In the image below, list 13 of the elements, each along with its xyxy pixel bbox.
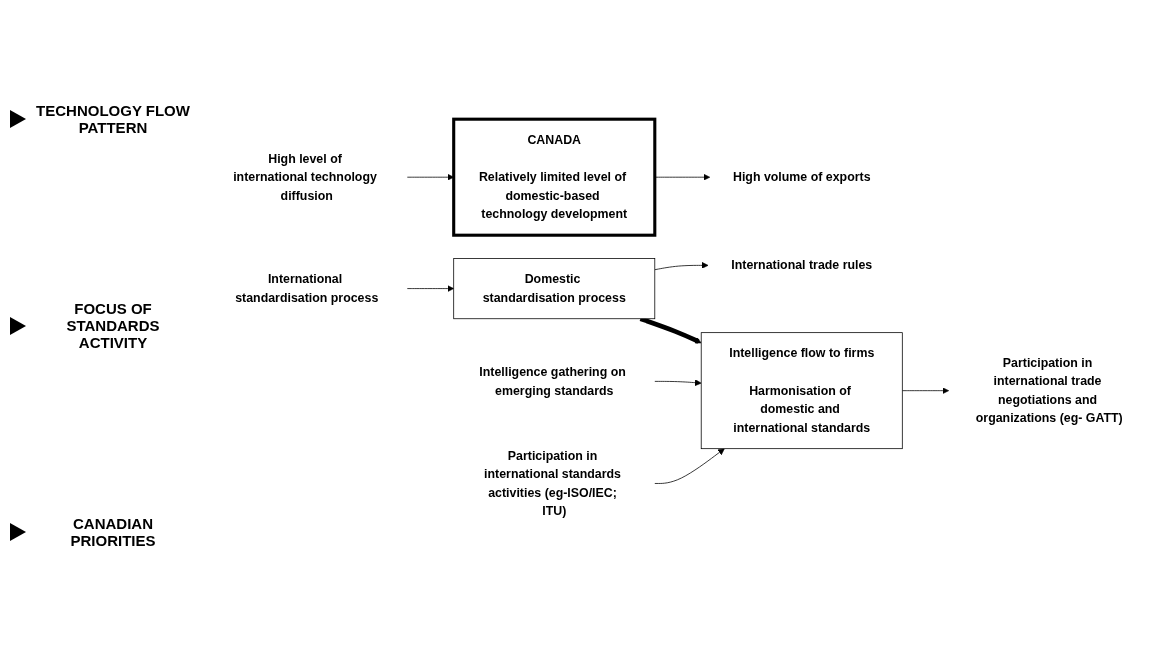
node-text: International standardisation process [235,272,379,304]
row-heading: CANADIAN PRIORITIES [69,515,157,549]
row-heading: TECHNOLOGY FLOW PATTERN [36,102,190,136]
node-text: Participation in international trade negotiations and organizations (eg- GATT) [975,355,1123,425]
node-text: Intelligence gathering on emerging standards [479,364,626,397]
node-box: Intelligence flow to firms Harmonisation of domestic and international standards [700,332,903,449]
node-text: High level of international technology diffusion [233,151,377,202]
node-text: International trade rules [731,258,873,272]
node-text: Participation in international standards activities (eg-ISO/IEC; ITU) [484,448,621,518]
node-text: High volume of exports [732,170,871,184]
row-heading: FOCUS OF STANDARDS ACTIVITY [65,300,161,351]
node-box: Domestic standardisation process [453,257,656,319]
node-box: CANADA Relatively limited level of domestic-based technology development [452,117,657,237]
